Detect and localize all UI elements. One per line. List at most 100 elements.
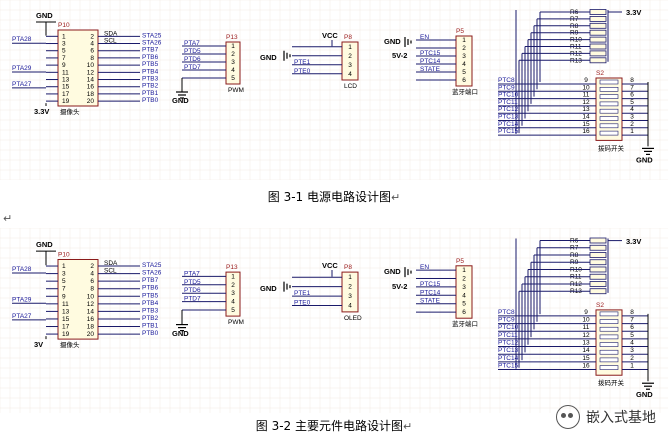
- figure-1-caption-text: 图 3-1 电源电路设计图: [267, 190, 391, 204]
- p10-left-net: PTA29: [12, 296, 32, 303]
- p10-left-pin: 11: [62, 301, 69, 308]
- p10-right-label: PTB0: [142, 97, 159, 104]
- p5-gnd-label: GND: [384, 267, 401, 276]
- p10-left-pin: 7: [62, 55, 66, 62]
- s2-right-pin: 5: [630, 332, 634, 339]
- p13-net: PTD6: [184, 287, 201, 294]
- s2-net: PTC11: [498, 99, 518, 106]
- p5-pin: 6: [462, 77, 466, 84]
- p10-left-pin: 7: [62, 286, 66, 293]
- s2-left-pin: 15: [582, 355, 590, 362]
- p5-connector-body: [455, 35, 473, 87]
- p5-net: PTC14: [420, 58, 441, 65]
- p10-left-pin: 19: [62, 331, 70, 338]
- p5-pin: 4: [462, 61, 466, 68]
- s2-switch-lever: [599, 326, 619, 332]
- p10-right-pin: 16: [87, 84, 95, 91]
- p10-right-pin: 20: [87, 98, 95, 105]
- p10-left-pin: 3: [62, 271, 66, 278]
- s2-resistor: [589, 237, 607, 244]
- s2-resistor: [589, 288, 607, 295]
- s2-right-pin: 8: [630, 309, 634, 316]
- p13-net: PTD5: [184, 48, 201, 55]
- s2-right-pin: 1: [630, 128, 634, 135]
- watermark-text: 嵌入式基地: [586, 410, 656, 426]
- p13-ref: P13: [226, 264, 238, 271]
- s2-left-pin: 10: [582, 317, 590, 324]
- p10-left-pin: 13: [62, 77, 70, 84]
- s2-net: PTC13: [498, 114, 519, 121]
- p10-right-pin: 2: [90, 263, 94, 270]
- s2-ref: S2: [596, 302, 604, 309]
- p10-right-pin: 10: [87, 62, 95, 69]
- s2-net: PTC8: [498, 77, 515, 84]
- figure-2-caption-text: 图 3-2 主要元件电路设计图: [255, 419, 403, 433]
- p10-right-pin: 20: [87, 331, 95, 338]
- s2-gnd-label: GND: [636, 155, 653, 164]
- p5-pin: 4: [462, 292, 466, 299]
- p10-left-pin: 9: [62, 62, 66, 69]
- p10-right-pin: 2: [90, 33, 94, 40]
- s2-resistor-ref: R11: [570, 274, 582, 281]
- p13-gnd-label: GND: [172, 96, 189, 105]
- p10-ref: P10: [58, 22, 70, 29]
- s2-right-pin: 6: [630, 92, 634, 99]
- s2-left-pin: 9: [584, 77, 588, 84]
- s2-resistor: [589, 22, 607, 29]
- p10-right-label: PTB4: [142, 300, 159, 307]
- p8-pin: 3: [348, 62, 352, 69]
- p13-net: PTD7: [184, 64, 201, 71]
- s2-switch-lever: [599, 334, 619, 340]
- p8-name: LCD: [344, 83, 357, 90]
- p5-net: PTC15: [420, 281, 441, 288]
- p13-pin: 3: [231, 59, 235, 66]
- p10-left-pin: 5: [62, 278, 66, 285]
- s2-net: PTC14: [498, 355, 519, 362]
- s2-right-pin: 4: [630, 106, 634, 113]
- p13-pin: 5: [231, 307, 235, 314]
- s2-resistor: [589, 244, 607, 251]
- s2-net: PTC8: [498, 309, 515, 316]
- s2-switch-lever: [599, 94, 619, 99]
- s2-right-pin: 3: [630, 114, 634, 121]
- p10-right-net: SCL: [104, 268, 117, 275]
- p13-net: PTD7: [184, 296, 201, 303]
- s2-left-pin: 15: [582, 121, 590, 128]
- p10-vcc-label: 3.3V: [34, 107, 49, 116]
- s2-switch-lever: [599, 123, 619, 129]
- s2-net: PTC9: [498, 84, 515, 91]
- p10-right-label: STA26: [142, 40, 162, 47]
- p13-pin: 1: [231, 273, 235, 280]
- s2-resistor: [589, 15, 607, 22]
- s2-net: PTC10: [498, 324, 519, 331]
- p13-pin: 1: [231, 43, 235, 50]
- p10-right-label: STA25: [142, 32, 162, 39]
- p10-right-label: PTB7: [142, 47, 159, 54]
- p5-pwr-label: 5V-2: [392, 51, 407, 60]
- p10-right-pin: 10: [87, 293, 95, 300]
- s2-vcc-label: 3.3V: [626, 8, 641, 17]
- p10-gnd-label: GND: [36, 11, 53, 20]
- p10-left-pin: 17: [62, 91, 70, 98]
- p8-pin: 4: [348, 303, 352, 310]
- s2-resistor: [589, 57, 607, 64]
- p13-net: PTD6: [184, 56, 201, 63]
- s2-left-pin: 14: [582, 114, 590, 121]
- p5-net: PTC15: [420, 50, 441, 57]
- p10-left-pin: 1: [62, 33, 66, 40]
- s2-net: PTC10: [498, 92, 519, 99]
- p5-pin: 3: [462, 53, 466, 60]
- p8-vcc-label: VCC: [322, 31, 338, 40]
- s2-resistor: [589, 50, 607, 57]
- s2-left-pin: 13: [582, 106, 590, 113]
- p13-pin: 3: [231, 290, 235, 297]
- s2-left-pin: 11: [583, 324, 590, 331]
- p10-left-pin: 15: [62, 316, 70, 323]
- p10-left-net: PTA27: [12, 313, 32, 320]
- p10-left-net: PTA28: [12, 36, 32, 43]
- p10-right-label: STA26: [142, 270, 162, 277]
- p10-right-label: PTB5: [142, 61, 159, 68]
- s2-left-pin: 12: [582, 332, 590, 339]
- p10-right-label: PTB6: [142, 285, 159, 292]
